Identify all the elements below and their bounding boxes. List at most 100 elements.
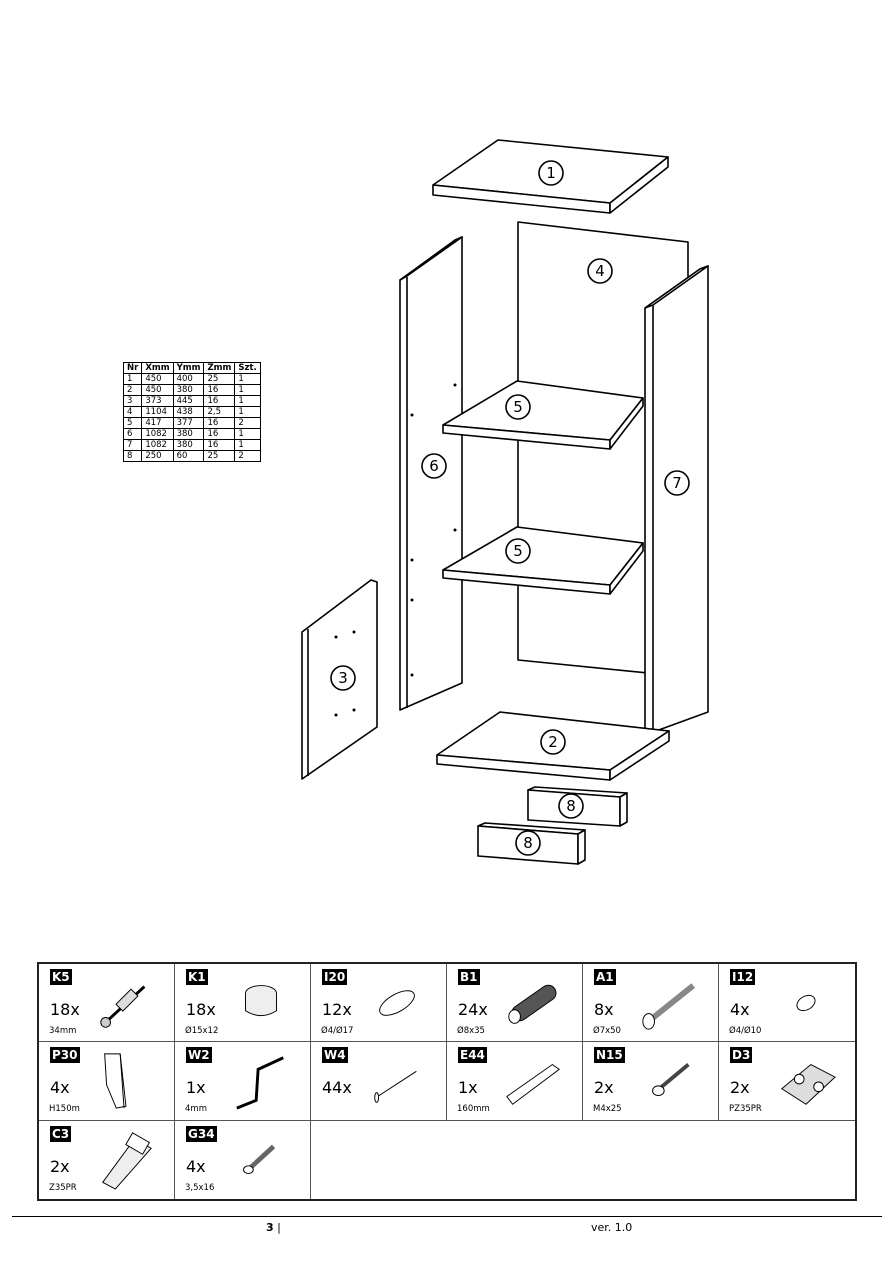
table-cell: 16 <box>203 417 236 429</box>
table-cell: 1 <box>122 373 143 385</box>
small-cap-icon <box>796 994 816 1012</box>
table-cell: 6 <box>122 428 143 440</box>
table-cell: 4 <box>122 406 143 418</box>
part-quantity: 4x <box>186 1156 206 1176</box>
part-code: K5 <box>50 969 72 985</box>
part-code: W4 <box>322 1047 348 1064</box>
label-5-text: 5 <box>513 398 523 416</box>
handle-icon <box>506 1064 560 1106</box>
cover-cap-icon <box>379 990 415 1016</box>
table-cell: 2 <box>234 450 261 462</box>
table-cell: 2,5 <box>203 406 236 418</box>
table-cell: 373 <box>141 395 174 407</box>
table-cell: 380 <box>172 439 205 451</box>
table-cell: 7 <box>122 439 143 451</box>
label-6-text: 6 <box>429 457 439 475</box>
part-code: W2 <box>186 1047 212 1064</box>
wood-screw-icon <box>243 1144 276 1174</box>
table-header-row: Nr Xmm Ymm Zmm Szt. <box>122 362 261 374</box>
panel-1-top <box>432 139 669 214</box>
part-quantity: 8x <box>594 1000 614 1019</box>
part-quantity: 24x <box>458 1000 488 1019</box>
part-code: C3 <box>50 1125 72 1142</box>
table-cell: 1 <box>234 439 261 451</box>
part-spec: Ø15x12 <box>185 1026 219 1036</box>
panel-2-bottom <box>436 711 670 781</box>
table-cell: 16 <box>203 439 236 451</box>
part-quantity: 4x <box>50 1078 70 1098</box>
panel-5-shelf-upper <box>442 380 644 450</box>
table-cell: 60 <box>172 450 205 462</box>
label-7: 7 <box>664 470 690 496</box>
part-code: N15 <box>594 1047 625 1064</box>
table-cell: 5 <box>122 417 143 429</box>
part-spec: 3,5x16 <box>185 1182 215 1193</box>
table-cell: 1082 <box>141 428 174 440</box>
label-8-front: 8 <box>515 830 541 856</box>
part-code: I20 <box>322 969 348 985</box>
part-code: P30 <box>50 1047 80 1064</box>
panel-7-right-side <box>644 265 709 736</box>
part-code: D3 <box>730 1047 753 1064</box>
cam-lock-icon <box>245 985 277 1017</box>
table-cell: 1104 <box>141 406 174 418</box>
label-1-text: 1 <box>546 164 556 182</box>
table-cell: 16 <box>203 395 236 407</box>
part-code: I12 <box>730 969 756 985</box>
table-cell: 1 <box>234 428 261 440</box>
table-cell: 450 <box>141 373 174 385</box>
part-quantity: 44x <box>322 1078 352 1098</box>
table-cell: 380 <box>172 384 205 396</box>
part-code: B1 <box>458 969 480 985</box>
table-cell: 16 <box>203 384 236 396</box>
table-cell: 16 <box>203 428 236 440</box>
label-8-text: 8 <box>523 834 533 852</box>
exploded-assembly-diagram: 1 2 3 4 5 5 6 7 8 8 <box>301 139 709 865</box>
part-quantity: 2x <box>50 1156 70 1176</box>
part-w4: W4 44x <box>311 1042 447 1121</box>
table-cell: 1 <box>234 406 261 418</box>
part-spec: Z35PR <box>49 1182 77 1193</box>
table-cell: 438 <box>172 406 205 418</box>
furniture-leg-icon <box>104 1053 127 1110</box>
page-number-value: 3 <box>266 1221 274 1234</box>
header-nr: Nr <box>122 362 143 374</box>
part-spec: Ø8x35 <box>457 1026 485 1036</box>
table-cell: 2 <box>122 384 143 396</box>
part-quantity: 4x <box>730 1000 750 1019</box>
page-number: 3 | <box>266 1221 281 1234</box>
header-zmm: Zmm <box>203 362 236 374</box>
label-3-text: 3 <box>338 669 348 687</box>
hinge-icon <box>101 1131 152 1190</box>
part-k5: K5 18x 34mm <box>39 964 175 1043</box>
part-spec: Ø7x50 <box>593 1026 621 1036</box>
label-5-upper: 5 <box>505 394 531 420</box>
label-8-text: 8 <box>566 797 576 815</box>
part-spec: 34mm <box>49 1026 77 1036</box>
part-quantity: 2x <box>730 1078 750 1098</box>
header-qty: Szt. <box>234 362 261 374</box>
label-4-text: 4 <box>595 262 605 280</box>
page-separator: | <box>277 1221 281 1234</box>
wood-dowel-icon <box>508 984 557 1024</box>
part-spec: Ø4/Ø10 <box>729 1026 762 1036</box>
footer-divider <box>12 1216 882 1217</box>
table-cell: 417 <box>141 417 174 429</box>
label-1: 1 <box>538 160 564 186</box>
part-code: A1 <box>594 969 616 985</box>
part-quantity: 18x <box>50 1000 80 1019</box>
part-quantity: 1x <box>186 1078 206 1098</box>
table-cell: 445 <box>172 395 205 407</box>
header-ymm: Ymm <box>172 362 205 374</box>
